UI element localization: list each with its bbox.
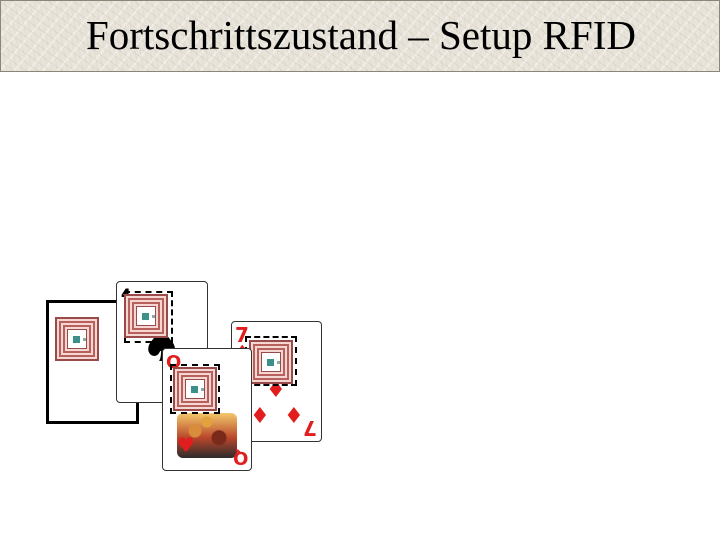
rfid-chip-icon [267, 359, 274, 366]
rfid-chip-icon [191, 386, 198, 393]
rfid-chip-dot [83, 338, 86, 341]
rfid-chip-dot [277, 361, 280, 364]
rfid-tag-icon [124, 294, 168, 338]
slide-title: Fortschrittszustand – Setup RFID [85, 12, 637, 58]
rfid-chip-dot [201, 388, 204, 391]
queen-portrait-image [177, 413, 237, 458]
rfid-tag-icon [173, 367, 217, 411]
rfid-tag-icon [249, 340, 293, 384]
rfid-chip-dot [152, 315, 155, 318]
diamond-pip-icon: ♦ [284, 404, 304, 429]
rfid-chip-icon [142, 313, 149, 320]
rfid-chip-icon [73, 336, 80, 343]
rfid-tag-icon [55, 317, 99, 361]
diamond-pip-icon: ♦ [250, 404, 270, 429]
heart-pip-icon: ♥ [177, 433, 195, 457]
queen-tag-dashed-outline [170, 364, 220, 414]
seven-card-rank-inverted: 7 [303, 416, 317, 440]
queen-card-rank-inverted: Q [232, 447, 248, 468]
slide-title-bar: Fortschrittszustand – Setup RFID [0, 0, 720, 72]
